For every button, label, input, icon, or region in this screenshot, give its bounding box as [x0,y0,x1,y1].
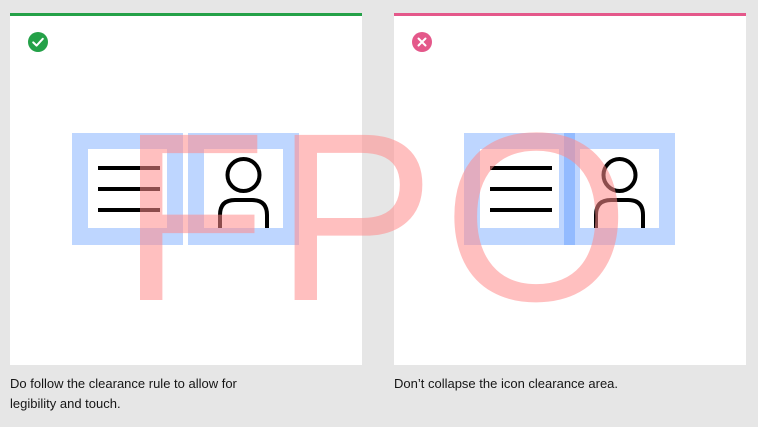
user-icon-box [204,149,283,228]
dont-caption: Don’t collapse the icon clearance area. [394,376,619,391]
close-filled-icon [412,32,432,52]
checkmark-filled-icon [28,32,48,52]
menu-icon [490,166,552,212]
menu-icon-box [480,149,559,228]
user-icon-box [580,149,659,228]
do-caption: Do follow the clearance rule to allow fo… [10,376,237,411]
do-example-card [10,13,362,365]
user-icon [594,157,645,228]
menu-icon-box [88,149,167,228]
dont-example-card [394,13,746,365]
user-icon [218,157,269,228]
menu-icon [98,166,160,212]
